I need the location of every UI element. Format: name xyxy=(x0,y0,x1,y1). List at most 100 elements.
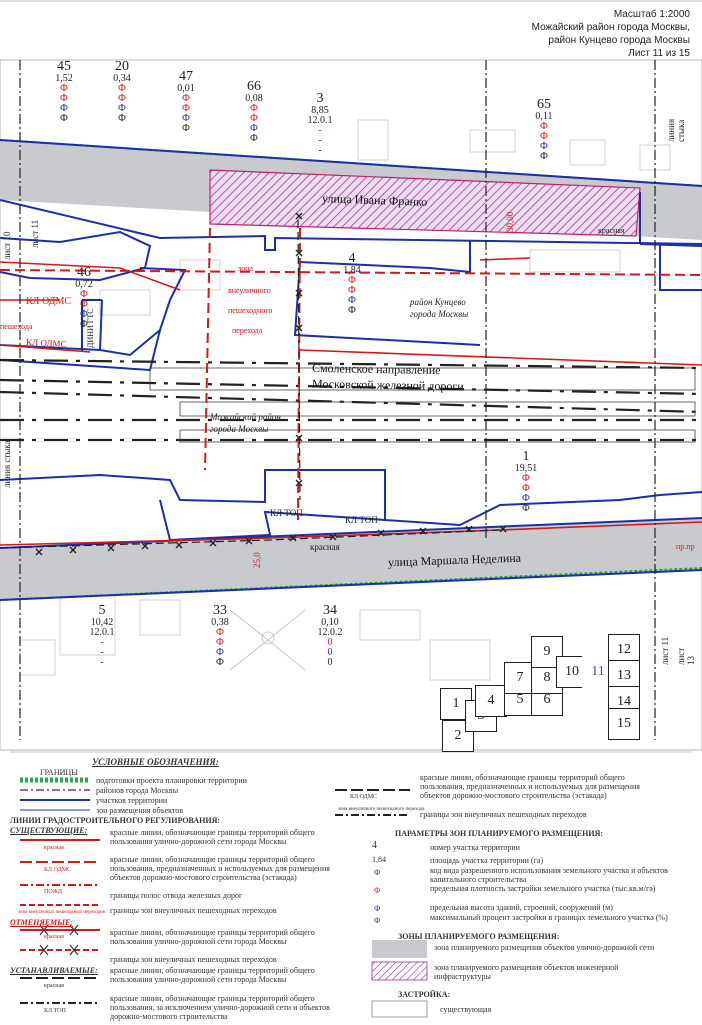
zone-label-2: внеуличного xyxy=(228,286,271,295)
plot-code: 12.0.2 xyxy=(317,627,343,638)
plot-percent: Ф xyxy=(182,123,190,134)
plot-height: Ф xyxy=(80,309,88,320)
legend-param-area: 1,84 xyxy=(372,855,386,864)
legend-param-1: номер участка территории xyxy=(430,843,520,852)
kl-odms-label-2: КЛ ОДМС xyxy=(25,336,67,350)
plot-height: Ф xyxy=(216,647,224,658)
plot-area: 1,52 xyxy=(55,73,73,84)
legend-swatch-established-1: красная xyxy=(44,983,64,989)
plot-height: - xyxy=(318,135,322,146)
plot-area: 0,72 xyxy=(75,279,93,290)
sheet-label-13: лист 13 xyxy=(676,647,696,665)
plot-code: Ф xyxy=(522,473,530,484)
plot-density: Ф xyxy=(540,131,548,142)
legend-existing-1: красные линии, обозначающие границы терр… xyxy=(110,828,315,846)
plot-code: Ф xyxy=(216,627,224,638)
plot-height: Ф xyxy=(348,295,356,306)
plot-label: 20 0,34 Ф Ф Ф Ф xyxy=(110,59,134,124)
joint-label-right: линия стыка xyxy=(666,118,686,142)
district-label-kuntsevo-1: район Кунцево xyxy=(410,297,466,307)
legend-established-head: УСТАНАВЛИВАЕМЫЕ: xyxy=(10,966,98,975)
plot-code: Ф xyxy=(250,103,258,114)
plot-percent: - xyxy=(318,145,322,156)
legend-param-3: код вида разрешенного использования земе… xyxy=(430,866,668,884)
legend-param-4: предельная плотность застройки земельног… xyxy=(430,884,656,893)
plot-density: Ф xyxy=(118,93,126,104)
legend-cancelled-2: границы зон внеуличных пешеходных перехо… xyxy=(110,955,277,964)
kl-top-label-2: КЛ ТОП xyxy=(345,515,378,525)
engineering-zone xyxy=(209,169,641,237)
plot-height: Ф xyxy=(60,103,68,114)
legend-param-5: предельная высота зданий, строений, соор… xyxy=(430,903,613,912)
plot-code: 12.0.1 xyxy=(89,627,115,638)
plot-label: 1 19,51 Ф Ф Ф Ф xyxy=(510,449,542,514)
red-lines xyxy=(0,257,702,546)
legend-swatch-cancelled: красная xyxy=(44,934,64,940)
plot-area: 0,01 xyxy=(177,83,195,94)
legend-swatch-right-1: КЛ ОДМС xyxy=(350,794,378,800)
legend-cancelled-head: ОТМЕНЯЕМЫЕ: xyxy=(10,918,74,927)
plot-label: 5 10,42 12.0.1 - - - xyxy=(84,603,120,668)
plot-label: 4 1,84 Ф Ф Ф Ф xyxy=(340,252,364,316)
plot-code: Ф xyxy=(118,83,126,94)
plot-number: 1 xyxy=(522,449,530,464)
legend-zones-head: ЗОНЫ ПЛАНИРУЕМОГО РАЗМЕЩЕНИЯ: xyxy=(398,932,560,941)
plot-height: Ф xyxy=(182,113,190,124)
plot-label: 34 0,10 12.0.2 0 0 0 xyxy=(312,604,348,668)
legend-swatch-zone: зона внеуличных пешеходных переходов xyxy=(18,910,105,915)
sheet-cell: 15 xyxy=(608,708,640,740)
plot-area: 0,08 xyxy=(245,93,263,104)
zone-label-3: пешеходного xyxy=(228,306,273,315)
sheet-cell: 7 xyxy=(504,662,536,694)
plot-label: 65 0,11 Ф Ф Ф Ф xyxy=(532,97,556,162)
sheet-header: Масштаб 1:2000 Можайский район города Мо… xyxy=(390,8,690,60)
legend-title: УСЛОВНЫЕ ОБОЗНАЧЕНИЯ: xyxy=(92,757,219,767)
plot-density: - xyxy=(318,125,322,136)
legend-build-head: ЗАСТРОЙКА: xyxy=(398,990,451,999)
plot-number: 5 xyxy=(98,603,106,618)
x-markers xyxy=(35,212,507,556)
width-label-25: 25,0 xyxy=(252,552,262,568)
legend-param-phi-1: Ф xyxy=(374,868,381,877)
plot-density: - xyxy=(100,637,104,648)
plot-percent: Ф xyxy=(250,133,258,144)
plot-label: 33 0,38 Ф Ф Ф Ф xyxy=(206,604,234,668)
legend-cancelled-1: красные линии, обозначающие границы терр… xyxy=(110,928,315,946)
district-line-1: Можайский район города Москвы, xyxy=(531,22,690,33)
plot-code: Ф xyxy=(540,121,548,132)
district-label-mozhaisky-2: города Москвы xyxy=(210,424,269,434)
plot-label: 45 1,52 Ф Ф Ф Ф xyxy=(52,59,76,124)
legend-existing-2: красные линии, обозначающие границы терр… xyxy=(110,855,330,882)
plot-number: 20 xyxy=(115,59,129,74)
plot-area: 19,51 xyxy=(514,463,538,474)
district-label-kuntsevo-2: города Москвы xyxy=(410,309,469,319)
plot-number: 46 xyxy=(77,265,91,280)
plot-density: Ф xyxy=(216,637,224,648)
district-label-mozhaisky-1: Можайский район xyxy=(210,412,281,422)
plot-area: 0,34 xyxy=(113,73,131,84)
plot-label: 66 0,08 Ф Ф Ф Ф xyxy=(242,80,266,144)
legend-swatch-odms: КЛ ОДМС xyxy=(44,867,72,873)
plot-density: Ф xyxy=(182,103,190,114)
legend-param-phi-2: Ф xyxy=(374,886,381,895)
kl-odms-label-1: КЛ ОДМС xyxy=(26,296,72,307)
plot-label: 46 0,72 Ф Ф Ф Ф xyxy=(72,265,96,330)
legend-existing-4: границы зон внеуличных пешеходных перехо… xyxy=(110,906,277,915)
legend-lines-head: ЛИНИИ ГРАДОСТРОИТЕЛЬНОГО РЕГУЛИРОВАНИЯ: xyxy=(10,816,221,825)
plot-percent: Ф xyxy=(216,657,224,668)
plot-density: Ф xyxy=(80,299,88,310)
plot-percent: Ф xyxy=(60,113,68,124)
vertical-label: ДИНИ ГТС xyxy=(86,308,95,348)
plot-number: 45 xyxy=(57,59,71,74)
plot-code: Ф xyxy=(348,275,356,286)
railway-dash-lines xyxy=(0,358,702,442)
plot-area: 10,42 xyxy=(90,617,114,628)
sheet-joint-lines xyxy=(19,60,656,740)
plot-number: 65 xyxy=(537,97,551,112)
plot-height: Ф xyxy=(118,103,126,114)
legend-boundary-2: районов города Москвы xyxy=(96,786,179,795)
legend-param-phi-4: Ф xyxy=(374,916,381,925)
legend-params-head: ПАРАМЕТРЫ ЗОН ПЛАНИРУЕМОГО РАЗМЕЩЕНИЯ: xyxy=(395,829,604,838)
plot-percent: Ф xyxy=(348,305,356,316)
